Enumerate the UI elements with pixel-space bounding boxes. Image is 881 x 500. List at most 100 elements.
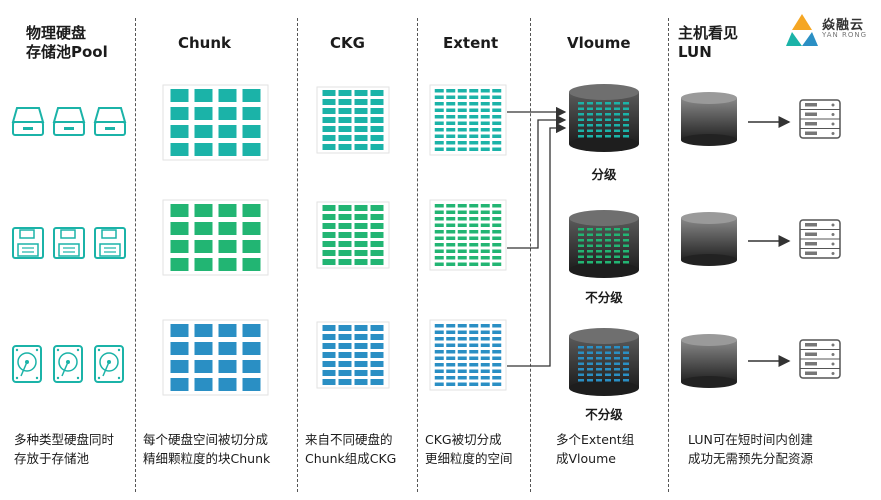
- grid-cell: [338, 259, 352, 265]
- volume-segment: [578, 135, 584, 138]
- hard-drive-icon: [11, 107, 45, 136]
- volume-segment: [605, 129, 611, 132]
- volume-segment: [587, 362, 593, 365]
- grid-cell: [492, 350, 502, 354]
- grid-cell: [194, 143, 213, 156]
- grid-cell: [338, 205, 352, 211]
- grid-cell: [354, 370, 368, 376]
- volume-segment: [587, 368, 593, 371]
- grid-cell: [480, 363, 490, 367]
- grid-cell: [446, 115, 456, 119]
- grid-cell: [446, 95, 456, 99]
- volume-segment: [578, 113, 584, 116]
- grid-cell: [194, 324, 213, 337]
- volume-segment: [623, 102, 629, 105]
- grid-cell: [480, 141, 490, 145]
- caption-extent: CKG被切分成 更细粒度的空间: [425, 432, 513, 466]
- grid-cell: [370, 223, 384, 229]
- caption-volume: 多个Extent组 成Vloume: [556, 432, 635, 466]
- grid-cell: [242, 360, 261, 373]
- grid-cell: [434, 343, 444, 347]
- grid-cell: [218, 89, 237, 102]
- grid-cell: [457, 204, 467, 208]
- volume-segment: [578, 368, 584, 371]
- grid-cell: [322, 361, 336, 367]
- grid-cell: [457, 102, 467, 106]
- grid-cell: [469, 337, 479, 341]
- volume-segment: [587, 379, 593, 382]
- volume-segment: [578, 244, 584, 247]
- extent-panel-1: [429, 84, 507, 156]
- volume-segment: [623, 239, 629, 242]
- grid-cell: [469, 210, 479, 214]
- grid-cell: [492, 134, 502, 138]
- grid-cell: [322, 250, 336, 256]
- grid-cell: [370, 99, 384, 105]
- volume-segment: [587, 373, 593, 376]
- volume-segment: [614, 373, 620, 376]
- volume-segment: [587, 357, 593, 360]
- volume-segment: [596, 113, 602, 116]
- volume-segment: [578, 124, 584, 127]
- volume-segment: [605, 255, 611, 258]
- grid-cell: [370, 214, 384, 220]
- grid-cell: [457, 108, 467, 112]
- grid-cell: [434, 115, 444, 119]
- extent-arrow-3: [507, 122, 567, 367]
- grid-cell: [434, 350, 444, 354]
- volume-segment: [623, 368, 629, 371]
- volume-segment: [596, 239, 602, 242]
- grid-cell: [218, 107, 237, 120]
- grid-cell: [492, 382, 502, 386]
- grid-cell: [446, 223, 456, 227]
- grid-cell: [354, 144, 368, 150]
- grid-cell: [492, 121, 502, 125]
- grid-cell: [492, 249, 502, 253]
- grid-cell: [480, 243, 490, 247]
- grid-cell: [242, 378, 261, 391]
- grid-cell: [218, 258, 237, 271]
- grid-cell: [242, 258, 261, 271]
- grid-cell: [457, 324, 467, 328]
- volume-segment: [605, 228, 611, 231]
- grid-cell: [170, 258, 189, 271]
- header-lun: 主机看见 LUN: [678, 24, 739, 61]
- volume-segment: [614, 124, 620, 127]
- grid-cell: [322, 259, 336, 265]
- caption-pool: 多种类型硬盘同时 存放于存储池: [14, 432, 115, 466]
- volume-segment: [605, 107, 611, 110]
- logo-sub: YAN RONG: [822, 31, 868, 39]
- grid-cell: [469, 376, 479, 380]
- volume-cylinder-3: [569, 328, 639, 396]
- grid-cell: [434, 337, 444, 341]
- hdd-platter-icon: [94, 345, 124, 383]
- grid-cell: [338, 361, 352, 367]
- volume-segment: [596, 129, 602, 132]
- grid-cell: [480, 121, 490, 125]
- grid-cell: [492, 147, 502, 151]
- grid-cell: [457, 128, 467, 132]
- grid-cell: [457, 330, 467, 334]
- grid-cell: [480, 330, 490, 334]
- lun-cylinder-3: [681, 334, 737, 388]
- grid-cell: [480, 147, 490, 151]
- volume-segment: [578, 346, 584, 349]
- grid-cell: [492, 363, 502, 367]
- grid-cell: [434, 141, 444, 145]
- grid-cell: [338, 117, 352, 123]
- grid-cell: [492, 330, 502, 334]
- grid-cell: [338, 223, 352, 229]
- grid-cell: [469, 369, 479, 373]
- grid-cell: [322, 379, 336, 385]
- grid-cell: [218, 324, 237, 337]
- grid-cell: [434, 102, 444, 106]
- grid-cell: [370, 334, 384, 340]
- grid-cell: [434, 204, 444, 208]
- grid-cell: [457, 223, 467, 227]
- grid-cell: [446, 343, 456, 347]
- grid-cell: [457, 382, 467, 386]
- grid-cell: [354, 117, 368, 123]
- grid-cell: [338, 99, 352, 105]
- grid-cell: [492, 89, 502, 93]
